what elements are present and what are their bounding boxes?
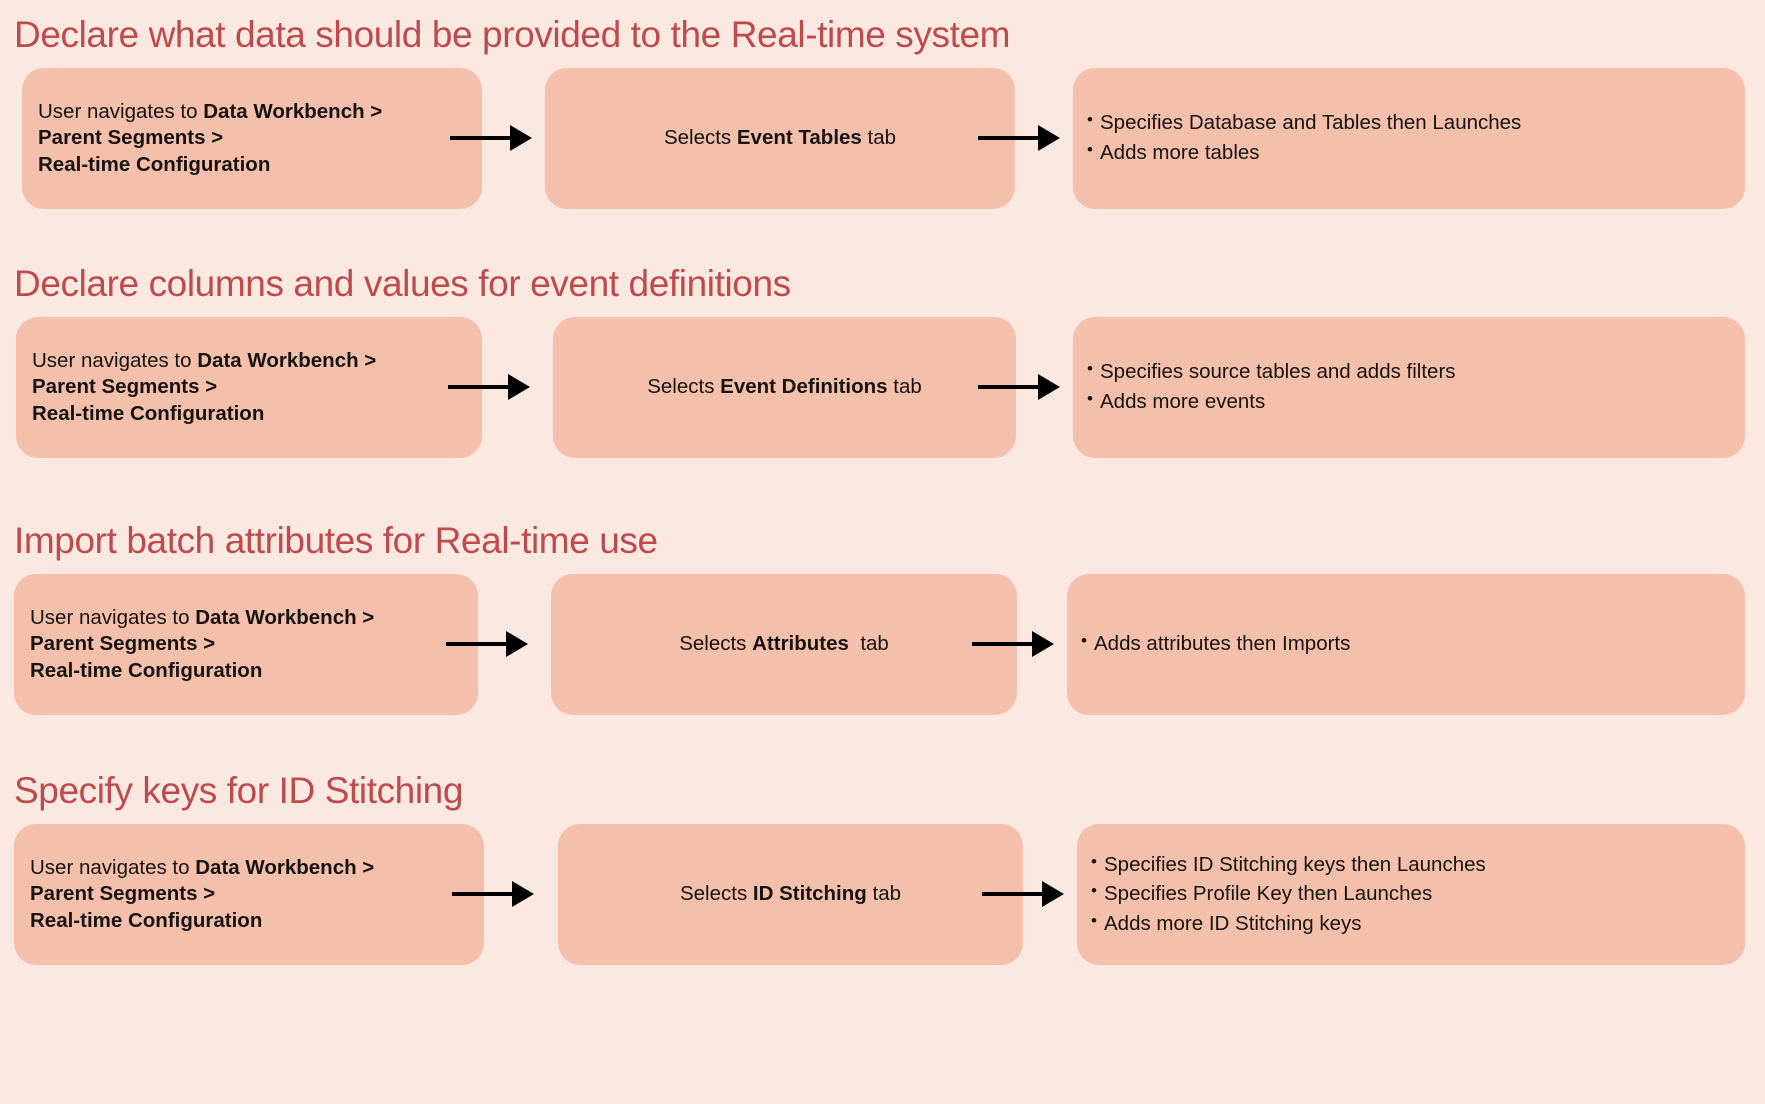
section-2-step-1-box: User navigates to Data Workbench > Paren…	[16, 317, 482, 458]
section-2-heading: Declare columns and values for event def…	[14, 263, 791, 304]
list-item: Adds more events	[1087, 388, 1456, 416]
nav-path-text: User navigates to Data Workbench > Paren…	[30, 605, 478, 685]
section-4-step-2-box: Selects ID Stitching tab	[558, 824, 1023, 965]
nav-line-2: Parent Segments >	[30, 632, 216, 656]
nav-line-2: Parent Segments >	[32, 375, 218, 399]
list-item: Specifies ID Stitching keys then Launche…	[1091, 851, 1486, 879]
section-3-step-3-box: Adds attributes then Imports	[1067, 574, 1745, 715]
arrow-step2-to-step3	[972, 631, 1054, 657]
tab-selection-text: Selects Attributes tab	[679, 632, 889, 656]
arrow-step2-to-step3	[978, 125, 1060, 151]
outcome-list: Specifies Database and Tables then Launc…	[1087, 109, 1521, 167]
list-item: Specifies Database and Tables then Launc…	[1087, 109, 1521, 137]
section-1-step-2-box: Selects Event Tables tab	[545, 68, 1015, 209]
section-4-step-1-box: User navigates to Data Workbench > Paren…	[14, 824, 484, 965]
list-item: Adds more ID Stitching keys	[1091, 910, 1486, 938]
section-3-heading: Import batch attributes for Real-time us…	[14, 520, 658, 561]
list-item: Specifies source tables and adds filters	[1087, 358, 1456, 386]
arrow-step1-to-step2	[448, 374, 530, 400]
arrow-step2-to-step3	[978, 374, 1060, 400]
nav-line-3: Real-time Configuration	[30, 658, 263, 682]
arrow-step1-to-step2	[452, 881, 534, 907]
nav-line-1: User navigates to Data Workbench >	[30, 605, 375, 629]
tab-selection-text: Selects Event Tables tab	[663, 126, 897, 150]
section-4-step-3-box: Specifies ID Stitching keys then Launche…	[1077, 824, 1745, 965]
section-2-step-3-box: Specifies source tables and adds filters…	[1073, 317, 1745, 458]
nav-path-text: User navigates to Data Workbench > Paren…	[38, 99, 482, 179]
section-3-step-2-box: Selects Attributes tab	[551, 574, 1017, 715]
nav-path-text: User navigates to Data Workbench > Paren…	[30, 855, 484, 935]
nav-line-2: Parent Segments >	[30, 882, 216, 906]
section-1-step-3-box: Specifies Database and Tables then Launc…	[1073, 68, 1745, 209]
nav-line-2: Parent Segments >	[38, 126, 224, 150]
tab-selection-text: Selects ID Stitching tab	[679, 882, 901, 906]
nav-line-3: Real-time Configuration	[32, 401, 265, 425]
nav-line-1: User navigates to Data Workbench >	[32, 348, 377, 372]
section-2-step-2-box: Selects Event Definitions tab	[553, 317, 1016, 458]
list-item: Adds attributes then Imports	[1081, 630, 1350, 658]
section-3-step-1-box: User navigates to Data Workbench > Paren…	[14, 574, 478, 715]
list-item: Adds more tables	[1087, 139, 1521, 167]
section-1-step-1-box: User navigates to Data Workbench > Paren…	[22, 68, 482, 209]
nav-line-3: Real-time Configuration	[38, 152, 271, 176]
list-item: Specifies Profile Key then Launches	[1091, 880, 1486, 908]
arrow-step1-to-step2	[446, 631, 528, 657]
nav-path-text: User navigates to Data Workbench > Paren…	[32, 348, 482, 428]
nav-line-1: User navigates to Data Workbench >	[30, 855, 375, 879]
arrow-step1-to-step2	[450, 125, 532, 151]
nav-line-1: User navigates to Data Workbench >	[38, 99, 383, 123]
section-4-heading: Specify keys for ID Stitching	[14, 770, 464, 811]
outcome-list: Specifies ID Stitching keys then Launche…	[1091, 851, 1486, 938]
tab-selection-text: Selects Event Definitions tab	[647, 375, 922, 399]
outcome-list: Specifies source tables and adds filters…	[1087, 358, 1456, 416]
arrow-step2-to-step3	[982, 881, 1064, 907]
outcome-list: Adds attributes then Imports	[1081, 630, 1350, 658]
nav-line-3: Real-time Configuration	[30, 908, 263, 932]
section-1-heading: Declare what data should be provided to …	[14, 14, 1011, 55]
